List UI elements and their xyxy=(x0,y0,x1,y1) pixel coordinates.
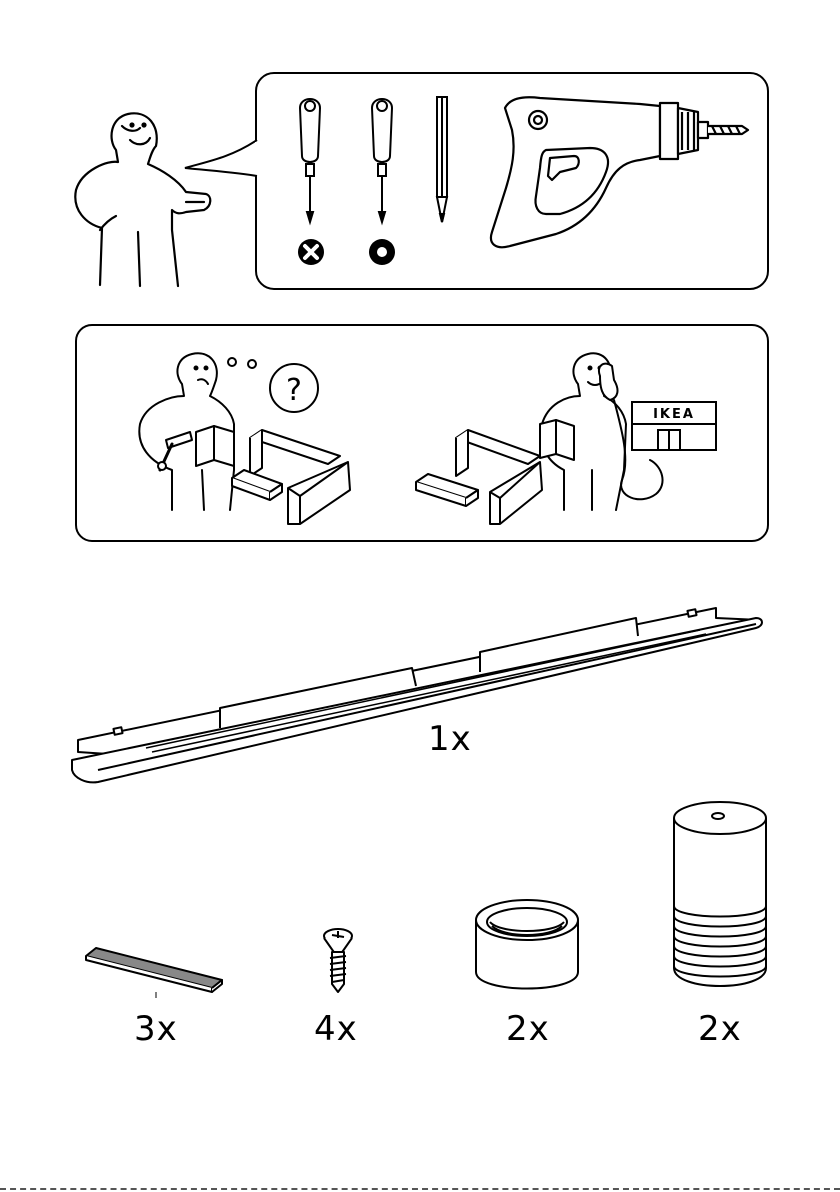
threaded-foot-icon xyxy=(674,802,766,986)
threaded-foot-quantity: 2x xyxy=(698,1012,742,1046)
question-mark: ? xyxy=(286,373,302,408)
instruction-man-figure xyxy=(75,113,210,286)
mounting-rail xyxy=(72,608,762,782)
adhesive-strip-quantity: 3x xyxy=(134,1012,178,1046)
adhesive-strip-icon xyxy=(86,948,222,998)
screw-quantity: 4x xyxy=(314,1012,358,1046)
ring-nut-quantity: 2x xyxy=(506,1012,550,1046)
cross-slot-icon xyxy=(298,239,324,265)
round-slot-icon xyxy=(369,239,395,265)
screw-icon xyxy=(324,929,352,992)
tools-panel xyxy=(185,73,768,289)
store-sign: IKEA xyxy=(653,407,695,422)
page-bottom-rule xyxy=(0,1188,840,1190)
rail-quantity: 1x xyxy=(428,722,472,756)
ring-nut-icon xyxy=(476,900,578,989)
pencil-icon xyxy=(437,97,447,222)
